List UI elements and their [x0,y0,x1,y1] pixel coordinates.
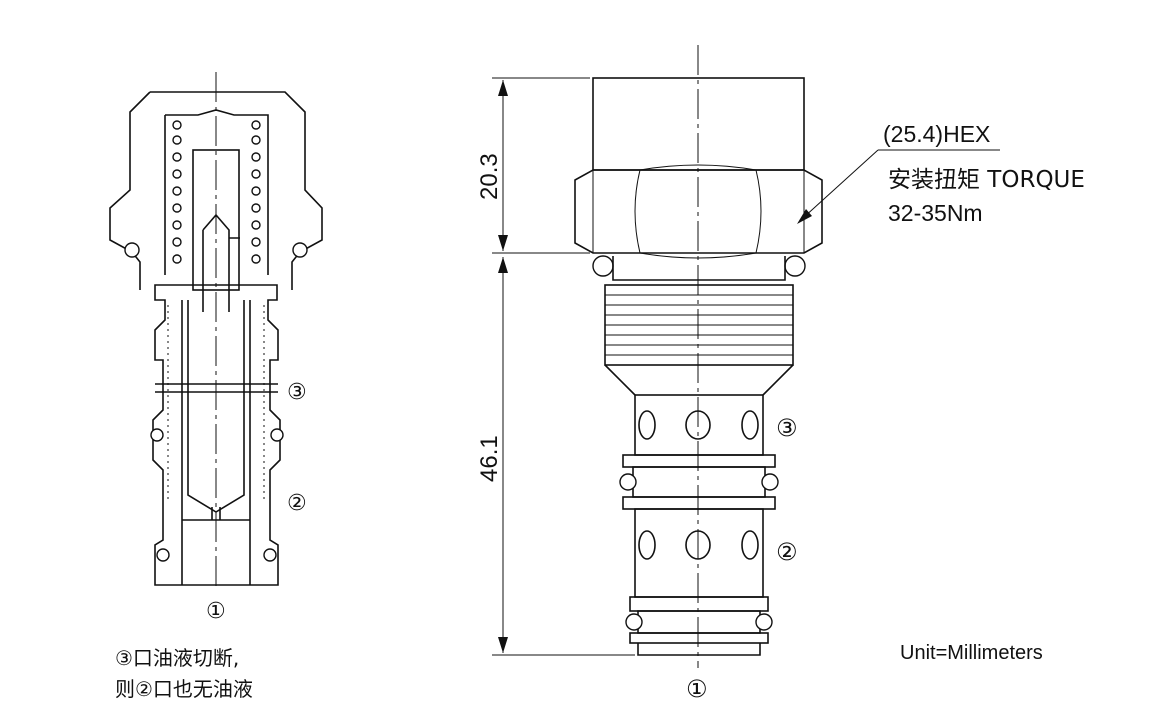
mid-oring-right [761,473,779,491]
section-note-line1: ③口油液切断, [115,646,239,670]
body-oring-right [270,428,284,442]
dimension-hex: 20.3 [476,77,590,254]
bottom-oring-left [625,613,643,631]
dimension-body: 46.1 [476,257,635,656]
body-oring-lower-left [156,548,170,562]
torque-label: 安装扭矩 TORQUE [888,167,1085,193]
section-inner-sleeve [192,149,240,291]
bottom-oring-right [755,613,773,631]
exterior-port1-label: ① [686,675,708,703]
collar-bottom [622,496,776,510]
bottom-collar-base [629,632,769,644]
exterior-port2-label: ② [776,538,798,566]
collar-groove [632,466,766,498]
collar-top [622,454,776,468]
cross-section-view: ③ ② ① ③口油液切断, 则②口也无油液 [109,72,323,701]
hex-oring-left [592,255,614,277]
port3-hole-left [638,410,656,440]
hex-size-label: (25.4)HEX [883,121,990,147]
port3-hole-right [741,410,759,440]
body-oring-left [150,428,164,442]
hex-leader [797,149,1000,224]
cap-oring-left [124,242,140,258]
exterior-view: ③ ② ① 20.3 [476,45,1085,703]
thread-lines [605,294,793,356]
section-port3-label: ③ [287,380,307,405]
section-inner-cap [164,109,269,275]
dim-hex-label: 20.3 [476,153,503,200]
section-port1-label: ① [206,599,226,624]
body-hatch [167,305,265,500]
body-oring-lower-right [263,548,277,562]
section-body-outline [152,284,281,586]
bottom-collar-top [629,596,769,612]
section-note-line2: 则②口也无油液 [115,677,253,701]
mid-oring-left [619,473,637,491]
port2-hole-left [638,530,656,560]
pilot-pin [202,213,240,312]
torque-value: 32-35Nm [888,200,983,226]
port2-hole-center [685,530,711,560]
spring-left [172,120,182,264]
hex-oring-right [784,255,806,277]
section-port2-label: ② [287,491,307,516]
section-spool [187,300,245,513]
cap-oring-right [292,242,308,258]
unit-note: Unit=Millimeters [900,642,1043,664]
spring-right [251,120,261,264]
dim-body-label: 46.1 [476,435,503,482]
section-cap-outline [109,91,323,290]
exterior-port3-label: ③ [776,414,798,442]
port2-hole-right [741,530,759,560]
bottom-collar-groove [637,610,761,634]
port3-hole-center [685,410,711,440]
